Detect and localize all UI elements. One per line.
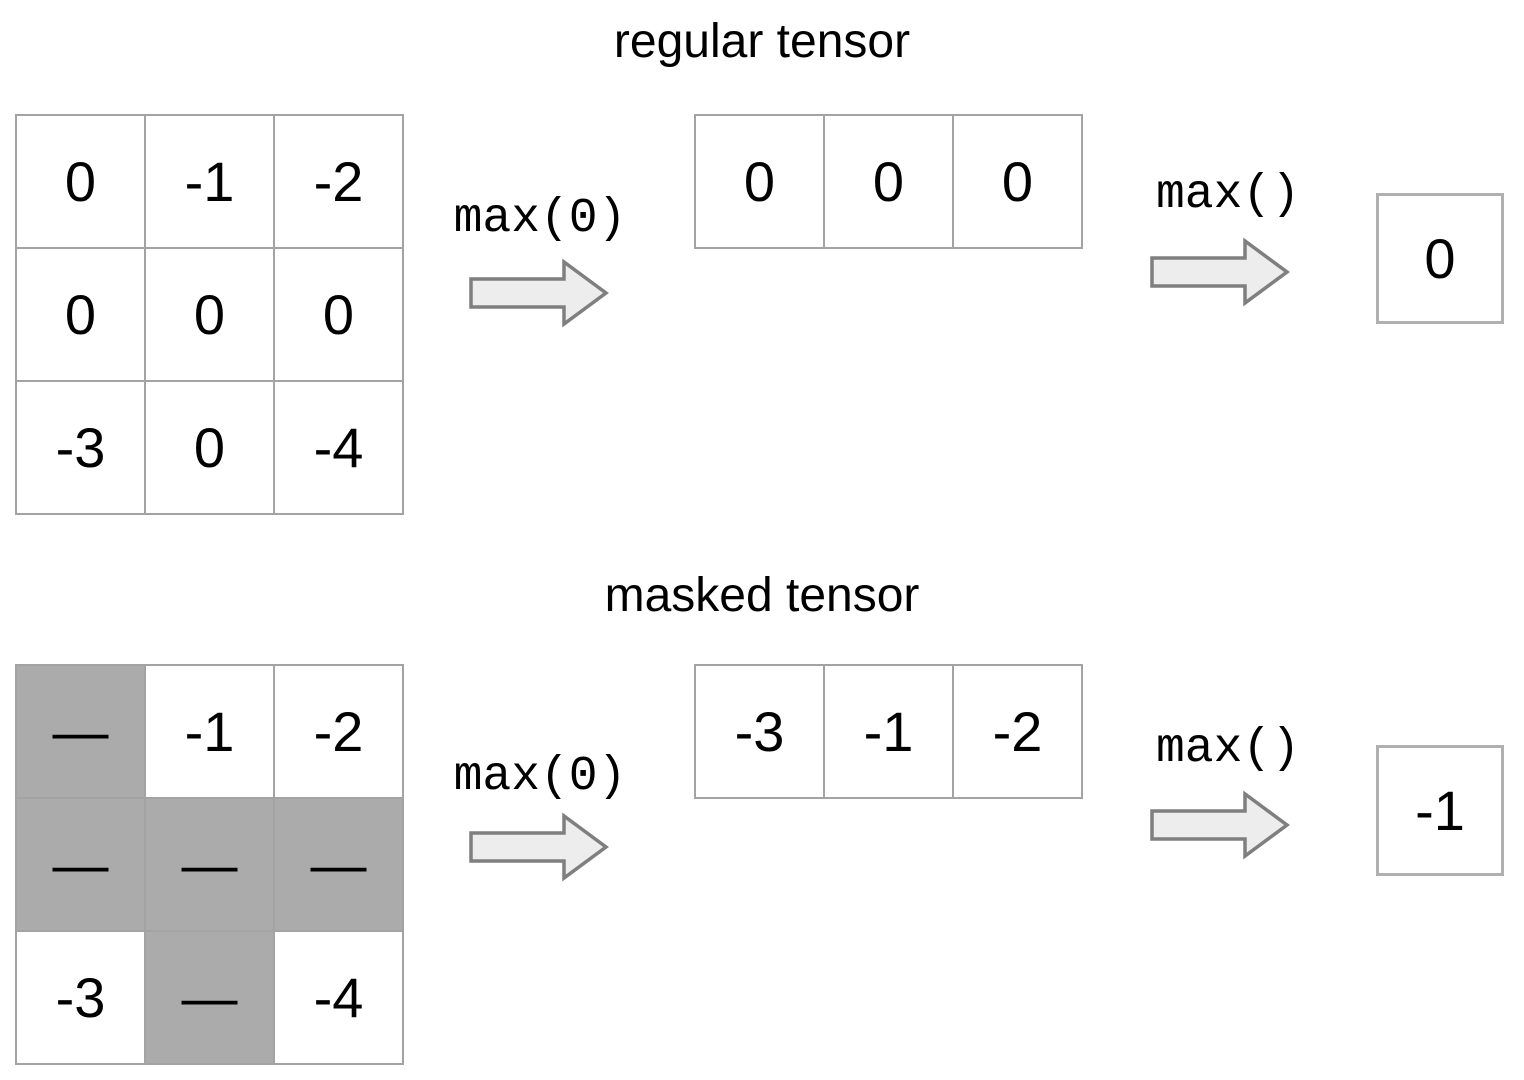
matrix-cell: — [15,664,146,799]
vector-cell: 0 [823,114,954,249]
matrix-row: 0 -1 -2 [15,114,404,249]
matrix-cell: -1 [144,114,275,249]
vector-cell: -3 [694,664,825,799]
regular-tensor-title: regular tensor [613,15,911,68]
matrix-cell: 0 [273,247,404,382]
vector-cell: -1 [823,664,954,799]
matrix-row: -3 — -4 [15,930,404,1065]
masked-matrix: — -1 -2 — — — -3 — -4 [15,664,404,1065]
arrow-right-icon [468,812,610,882]
matrix-cell: — [273,797,404,932]
masked-result-scalar: -1 [1376,745,1504,876]
matrix-cell: — [144,797,275,932]
matrix-cell: — [15,797,146,932]
matrix-cell: -2 [273,664,404,799]
max-label: max() [1155,722,1301,776]
max0-label: max(0) [453,750,627,804]
matrix-cell: — [144,930,275,1065]
masked-pooled-vector: -3 -1 -2 [694,664,1083,799]
matrix-cell: -3 [15,380,146,515]
vector-cell: 0 [952,114,1083,249]
arrow-right-icon [1149,790,1291,860]
arrow-right-icon [1149,237,1291,307]
matrix-cell: 0 [15,114,146,249]
matrix-cell: 0 [144,247,275,382]
regular-matrix: 0 -1 -2 0 0 0 -3 0 -4 [15,114,404,515]
matrix-cell: 0 [15,247,146,382]
matrix-row: — -1 -2 [15,664,404,799]
max0-label: max(0) [453,192,627,246]
matrix-cell: -3 [15,930,146,1065]
regular-result-scalar: 0 [1376,193,1504,324]
vector-cell: -2 [952,664,1083,799]
matrix-cell: -1 [144,664,275,799]
vector-row: 0 0 0 [694,114,1083,249]
matrix-row: — — — [15,797,404,932]
vector-row: -3 -1 -2 [694,664,1083,799]
matrix-row: 0 0 0 [15,247,404,382]
masked-tensor-title: masked tensor [604,569,920,622]
arrow-right-icon [468,258,610,328]
matrix-cell: -4 [273,930,404,1065]
matrix-cell: -2 [273,114,404,249]
vector-cell: 0 [694,114,825,249]
max-label: max() [1155,168,1301,222]
matrix-cell: -4 [273,380,404,515]
regular-pooled-vector: 0 0 0 [694,114,1083,249]
matrix-row: -3 0 -4 [15,380,404,515]
matrix-cell: 0 [144,380,275,515]
